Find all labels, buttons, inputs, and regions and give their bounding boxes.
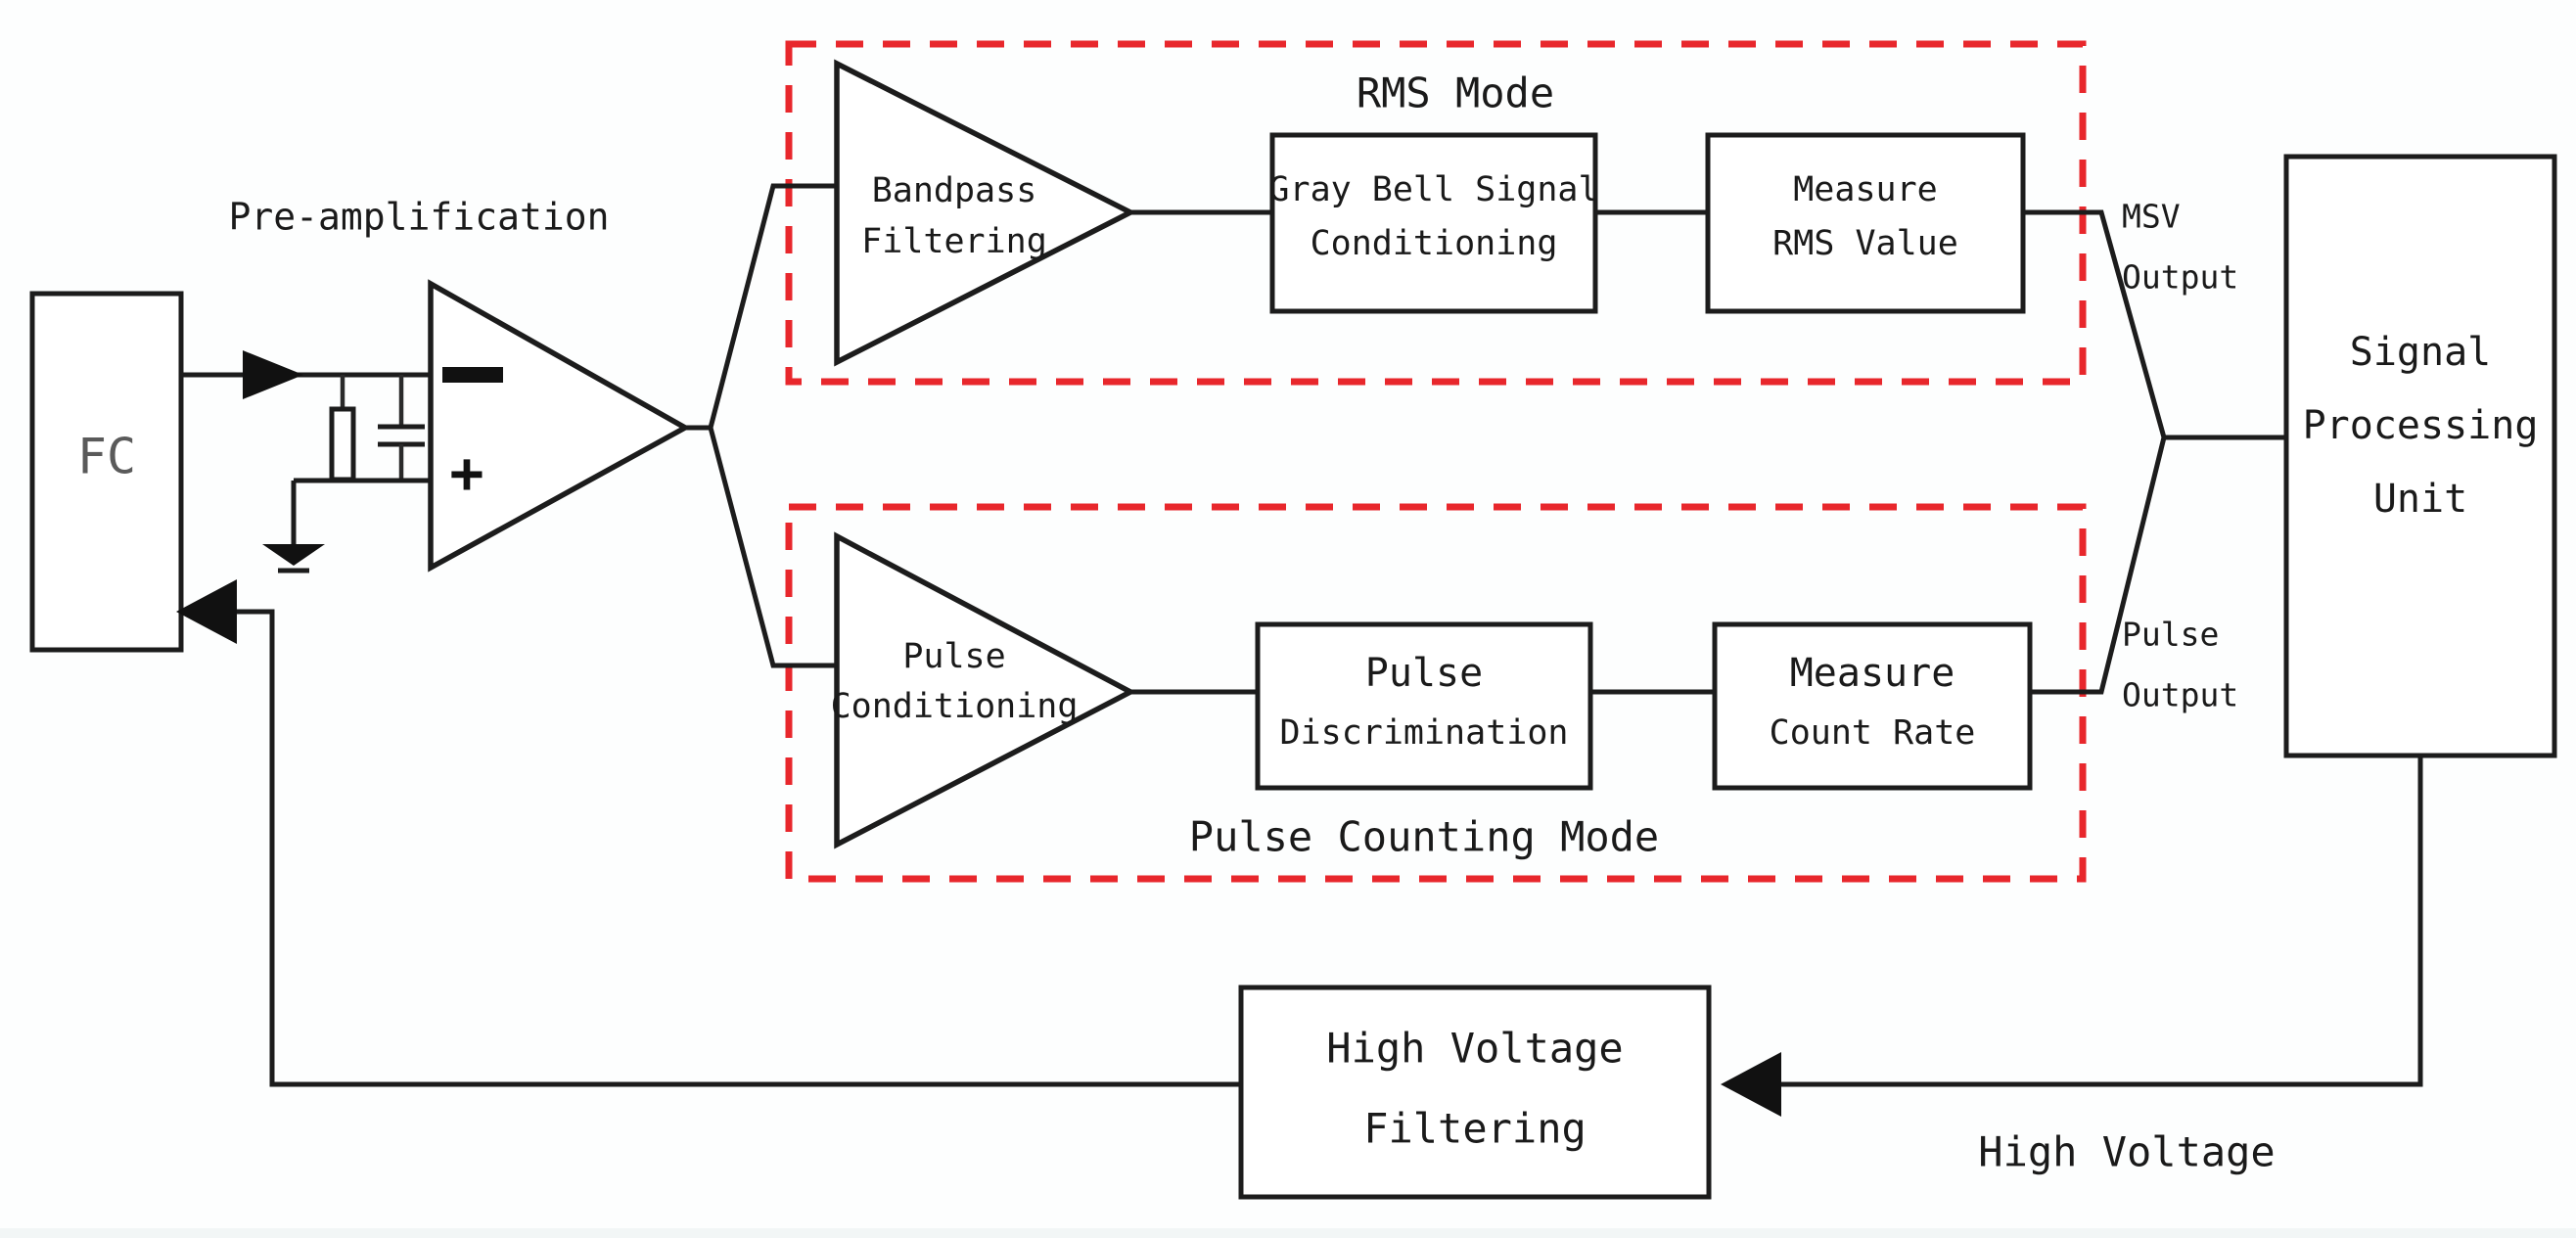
rms-output-to-junction-wire	[2023, 209, 2167, 438]
pulse-output-label-line1: Pulse	[2122, 616, 2219, 654]
gray-bell-label-line2: Conditioning	[1311, 224, 1558, 263]
bandpass-filter-label-line2: Filtering	[861, 222, 1047, 261]
pulse-conditioning-label-line2: Conditioning	[831, 687, 1079, 726]
gray-bell-label-line1: Gray Bell Signal	[1268, 170, 1598, 209]
resistor-icon	[329, 406, 356, 482]
preamp-opamp-triangle	[428, 279, 691, 573]
measure-count-rate-box	[1712, 621, 2033, 791]
spu-to-hv-filter-wire	[1762, 756, 2423, 1087]
hv-filtering-label-line1: High Voltage	[1326, 1025, 1623, 1073]
signal-flow-arrow-icon	[243, 350, 303, 399]
spu-label-line3: Unit	[2373, 477, 2467, 522]
pulse-conditioning-label-line1: Pulse	[902, 637, 1005, 676]
measure-count-rate-label-line2: Count Rate	[1770, 713, 1976, 753]
measure-rms-label-line2: RMS Value	[1772, 224, 1958, 263]
hv-flow-arrow-icon	[1721, 1052, 1781, 1117]
pulse-discrimination-box	[1255, 621, 1593, 791]
split-to-rms-branch	[708, 183, 837, 429]
msv-output-label-line1: MSV	[2122, 198, 2181, 236]
fc-block-label: FC	[77, 429, 136, 485]
pulse-discrimination-label-line2: Discrimination	[1279, 713, 1568, 753]
split-to-pulse-branch	[708, 427, 837, 668]
rms-mode-section-label: RMS Mode	[1357, 69, 1554, 117]
measure-rms-label-line1: Measure	[1793, 170, 1938, 209]
spu-label-line2: Processing	[2303, 403, 2539, 448]
fc-block	[29, 291, 184, 653]
pulse-output-to-junction-wire	[2030, 436, 2167, 695]
high-voltage-bus-label: High Voltage	[1978, 1128, 2275, 1176]
gray-bell-conditioning-box	[1269, 132, 1598, 314]
msv-output-label-line2: Output	[2122, 258, 2238, 297]
fc-hv-input-arrow-icon	[176, 579, 237, 644]
measure-count-rate-label-line1: Measure	[1790, 651, 1955, 696]
pulse-output-label-line2: Output	[2122, 676, 2238, 714]
preamp-caption: Pre-amplification	[229, 196, 610, 239]
signal-processing-unit-box	[2283, 154, 2557, 758]
pulse-mode-section-label: Pulse Counting Mode	[1189, 813, 1659, 861]
pulse-conditioning-triangle	[834, 531, 1136, 849]
opamp-plus-sign: +	[450, 439, 484, 506]
spu-label-line1: Signal	[2350, 330, 2492, 375]
ground-icon	[262, 544, 325, 566]
high-voltage-filtering-box	[1238, 985, 1712, 1200]
hv-filtering-label-line2: Filtering	[1363, 1105, 1587, 1153]
bandpass-filter-triangle	[834, 59, 1137, 367]
opamp-minus-sign-icon	[442, 367, 503, 383]
bandpass-filter-label-line1: Bandpass	[872, 171, 1037, 210]
pulse-discrimination-label-line1: Pulse	[1365, 651, 1483, 696]
measure-rms-value-box	[1705, 132, 2026, 314]
